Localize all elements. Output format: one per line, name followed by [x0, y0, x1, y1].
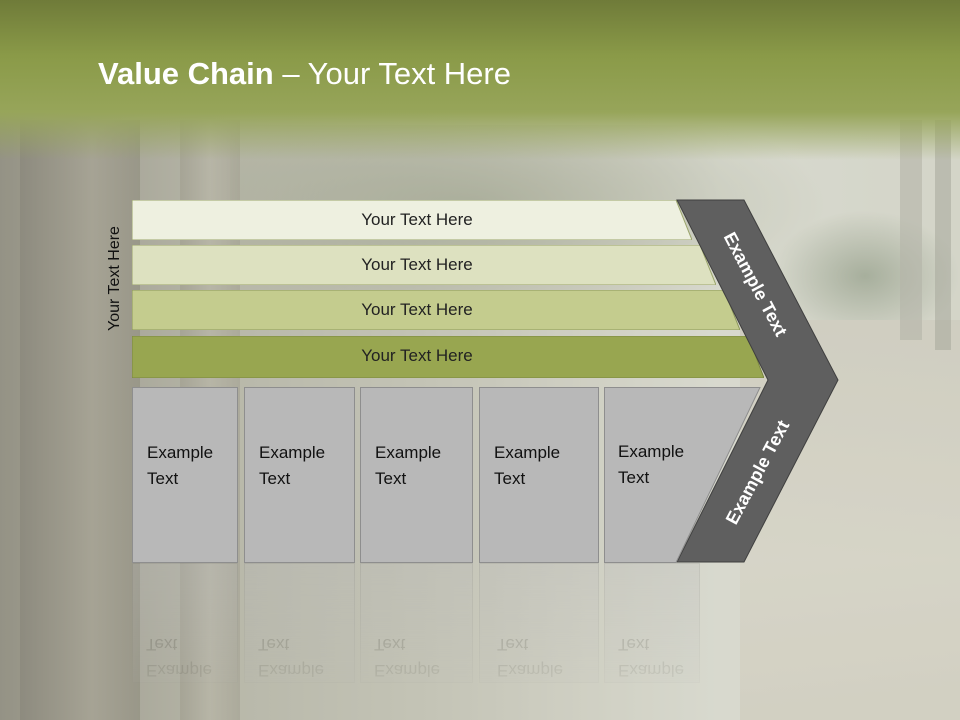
box-1-line2: Text — [147, 469, 179, 488]
value-bar-4-label: Your Text Here — [361, 346, 473, 365]
box-5-line2: Text — [618, 468, 650, 487]
background-trunk — [935, 120, 951, 350]
box-2-line1: Example — [259, 443, 326, 462]
box-4-line1: Example — [494, 443, 561, 462]
value-bar-1: Your Text Here — [132, 200, 692, 240]
box-5-line1: Example — [618, 442, 685, 461]
box-3-line1: Example — [375, 443, 442, 462]
title-bold: Value Chain — [98, 56, 274, 91]
background-trunk — [900, 120, 922, 340]
reflection-box — [132, 563, 238, 683]
background-trunk — [20, 120, 140, 720]
reflection-box — [360, 563, 473, 683]
header-band — [0, 0, 960, 160]
value-bar-2: Your Text Here — [132, 245, 716, 285]
box-4-line2: Text — [494, 469, 526, 488]
value-bar-3: Your Text Here — [132, 290, 740, 330]
box-2-line2: Text — [259, 469, 291, 488]
chevron-arrow — [676, 199, 839, 563]
side-label: Your Text Here — [106, 226, 123, 331]
value-bar-1-label: Your Text Here — [361, 210, 473, 229]
title-rest: – Your Text Here — [273, 56, 511, 91]
reflection-box — [479, 563, 599, 683]
slide-title: Value Chain – Your Text Here — [98, 56, 511, 92]
value-bar-4: Your Text Here — [132, 336, 764, 378]
value-bar-3-label: Your Text Here — [361, 300, 473, 319]
background-trees — [770, 210, 960, 320]
reflection-box — [604, 563, 700, 683]
reflection-box — [244, 563, 355, 683]
box-3-line2: Text — [375, 469, 407, 488]
box-1-line1: Example — [147, 443, 214, 462]
value-bar-2-label: Your Text Here — [361, 255, 473, 274]
